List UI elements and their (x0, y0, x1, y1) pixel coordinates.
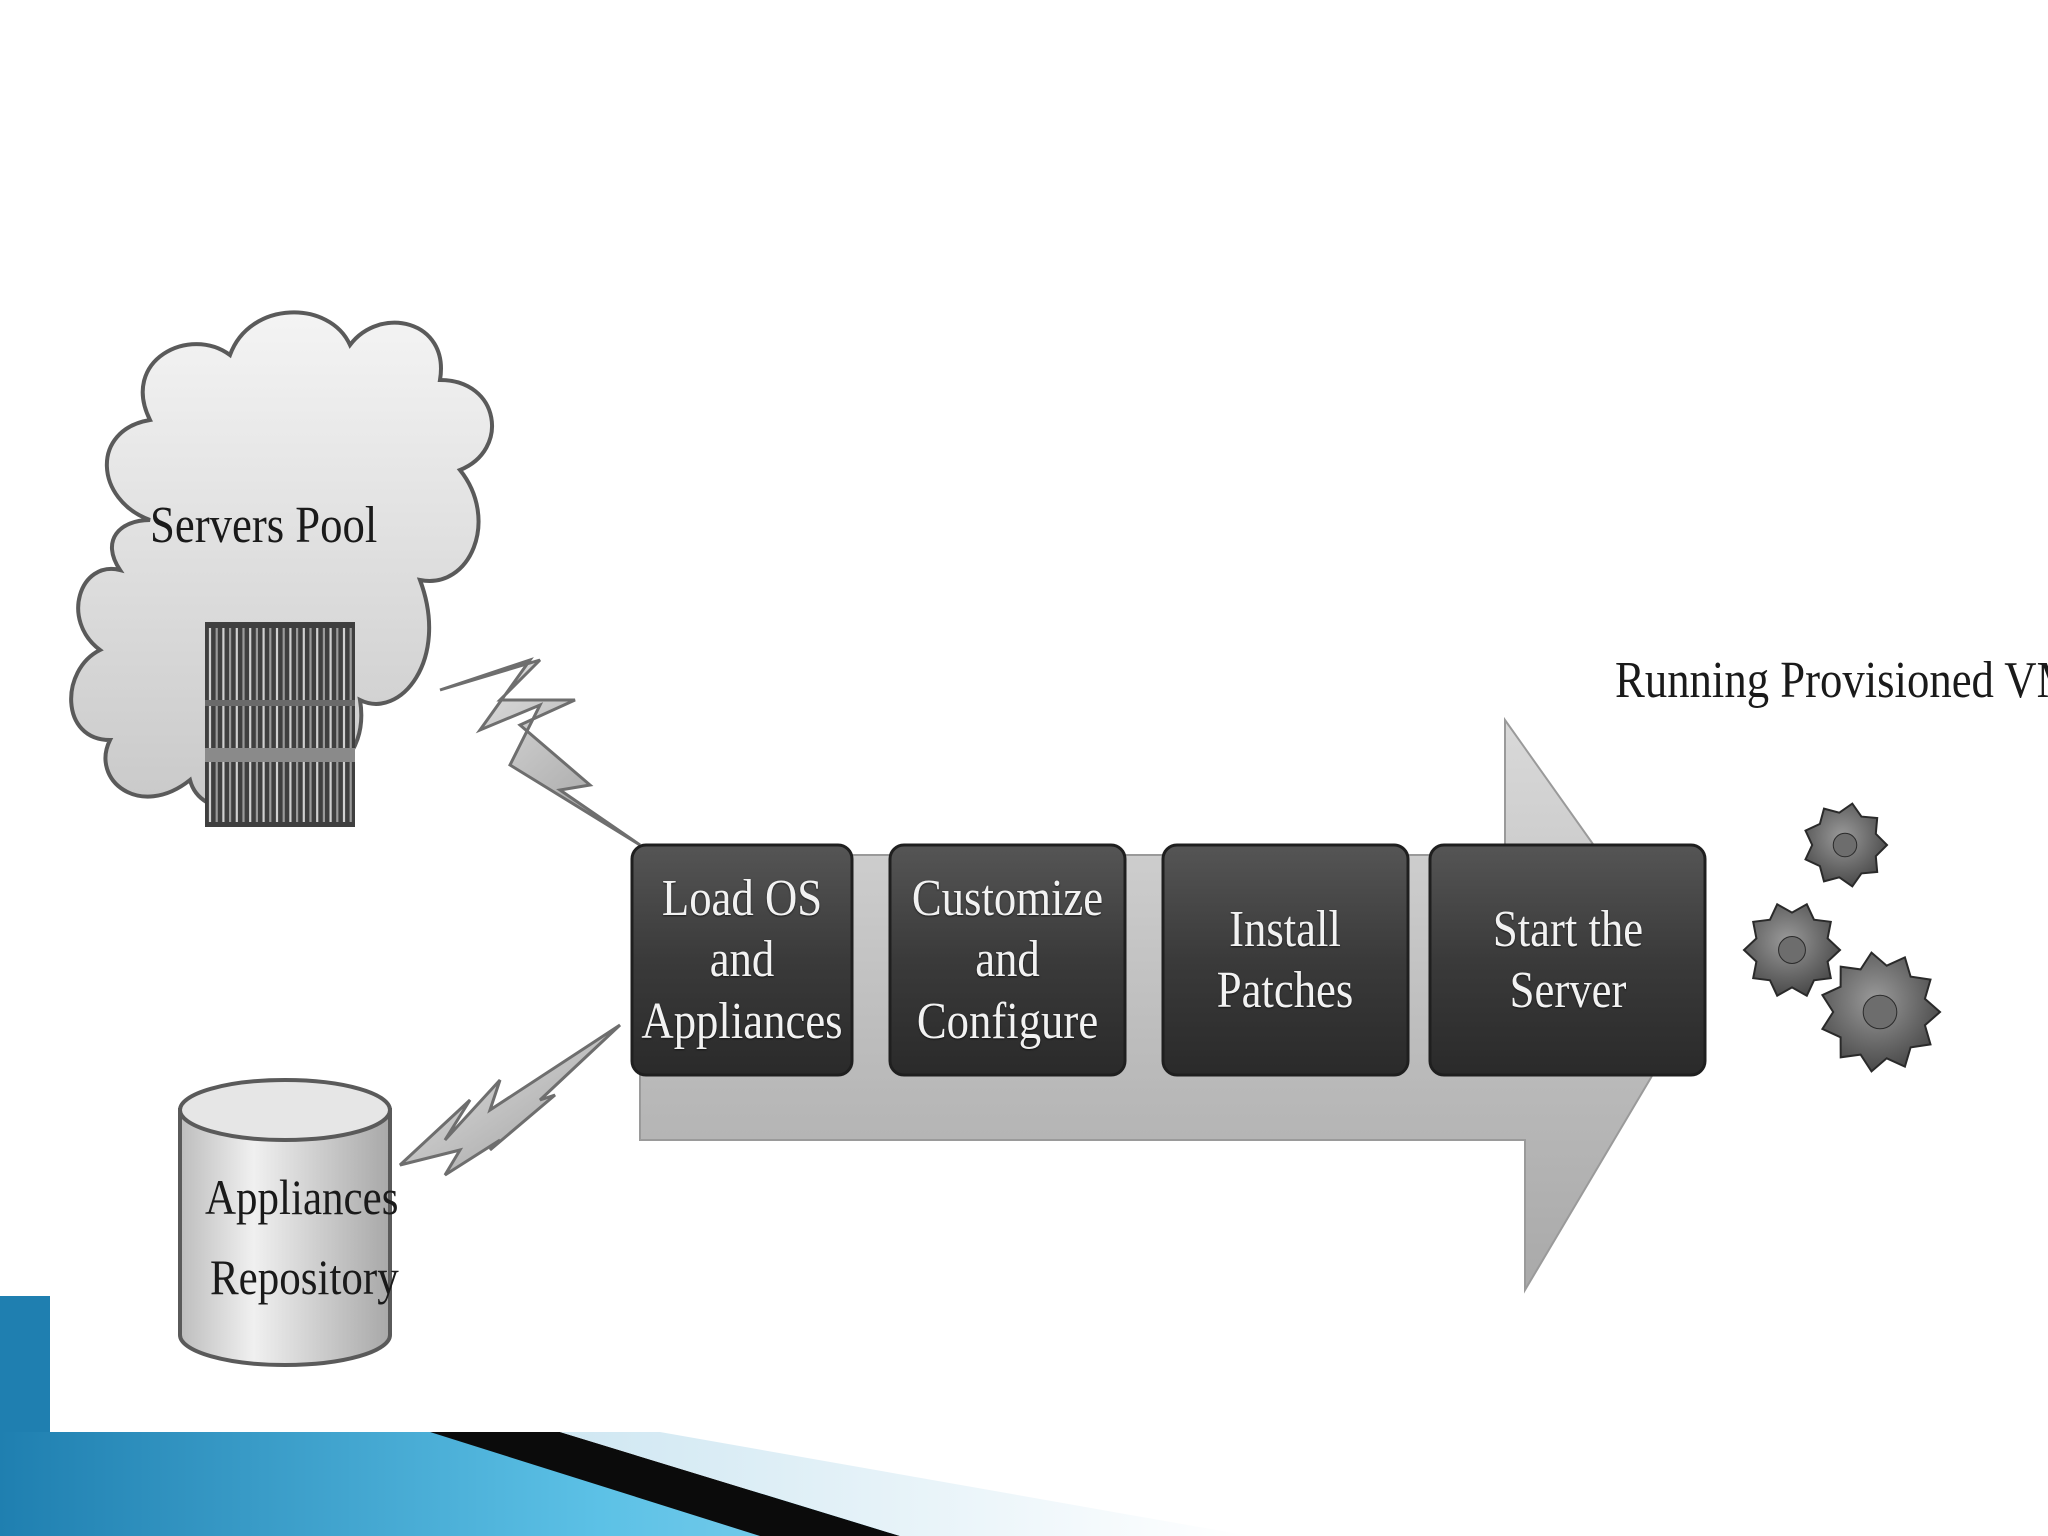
repository-label-line2: Repository (210, 1249, 399, 1305)
repository-label-line1: Appliances (205, 1169, 399, 1225)
step-box (888, 843, 1127, 1077)
running-vm-label: Running Provisioned VM (1615, 652, 2048, 709)
step-label-start-server: Start the Server (1492, 900, 1644, 1019)
lightning-bolt-icon (398, 1023, 622, 1177)
servers-pool-cloud (69, 310, 495, 811)
step-box (630, 843, 854, 1077)
appliances-repository-cylinder (178, 1078, 392, 1367)
step-box (1161, 843, 1410, 1077)
step-box (1428, 843, 1707, 1077)
step-label-install-patches: Install Patches (1216, 900, 1354, 1019)
server-rack-icon (205, 622, 355, 827)
lightning-bolt-icon (439, 657, 641, 847)
servers-pool-label: Servers Pool (150, 497, 378, 554)
gears-icon (1742, 802, 1942, 1073)
slide-footer-decoration (0, 1296, 1250, 1536)
